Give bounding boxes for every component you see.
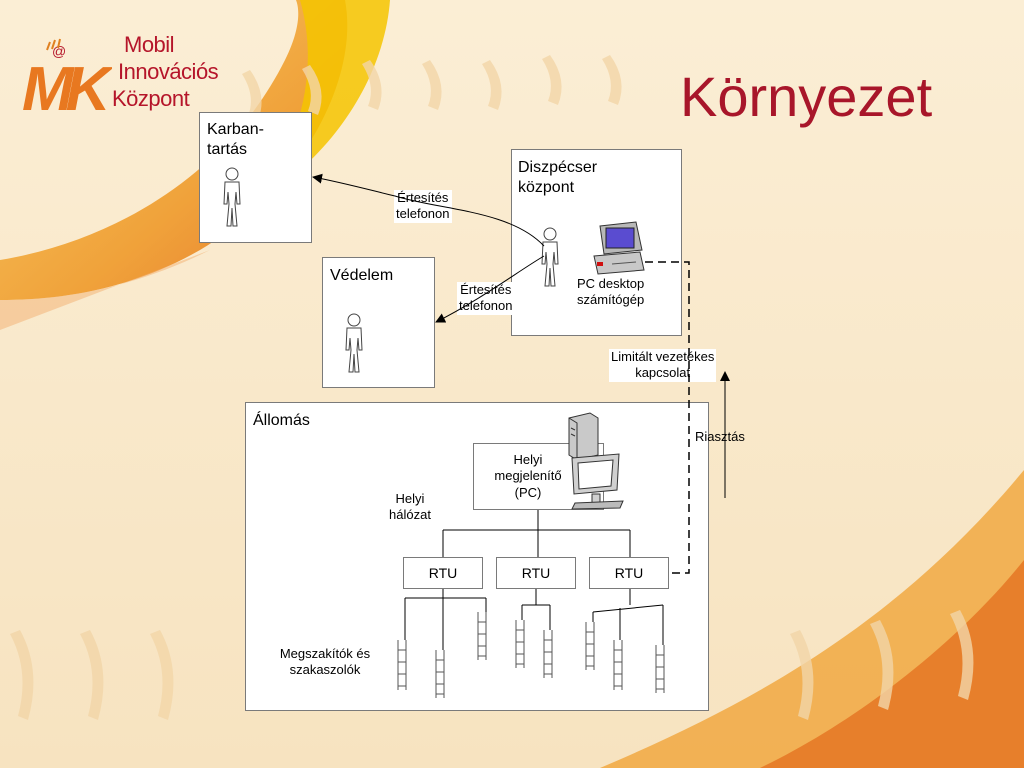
limited-link-label: Limitált vezetékes kapcsolat	[609, 349, 717, 382]
decor-marks	[10, 55, 974, 720]
allomas-label: Állomás	[253, 412, 310, 429]
logo-letters: MK	[22, 55, 112, 114]
pc-desktop-label: PC desktop számítógép	[577, 276, 645, 308]
rtu-box-3: RTU	[589, 557, 669, 589]
logo-badge: @	[52, 43, 66, 59]
alarm-label: Riasztás	[695, 429, 745, 444]
vedelem-label: Védelem	[330, 267, 394, 284]
local-display-label: Helyi megjelenítő (PC)	[494, 452, 562, 500]
slide-title: Környezet	[680, 65, 933, 128]
logo-line-1: Mobil	[124, 32, 175, 57]
local-network-label: Helyi hálózat	[389, 491, 431, 523]
logo-line-3: Központ	[112, 86, 190, 111]
karbantartas-box	[199, 112, 312, 243]
notify-bottom-label: Értesítés telefonon	[457, 282, 515, 315]
rtu-box-2: RTU	[496, 557, 576, 589]
rtu-box-1: RTU	[403, 557, 483, 589]
karbantartas-label: Karban- tartás	[207, 121, 264, 158]
diszpecser-label: Diszpécser központ	[518, 159, 598, 196]
vedelem-box	[322, 257, 435, 388]
notify-top-label: Értesítés telefonon	[394, 190, 452, 223]
logo-line-2: Innovációs	[118, 59, 219, 84]
breakers-label: Megszakítók és szakaszolók	[279, 646, 371, 678]
mk-logo-icon: @ MK	[22, 38, 112, 114]
